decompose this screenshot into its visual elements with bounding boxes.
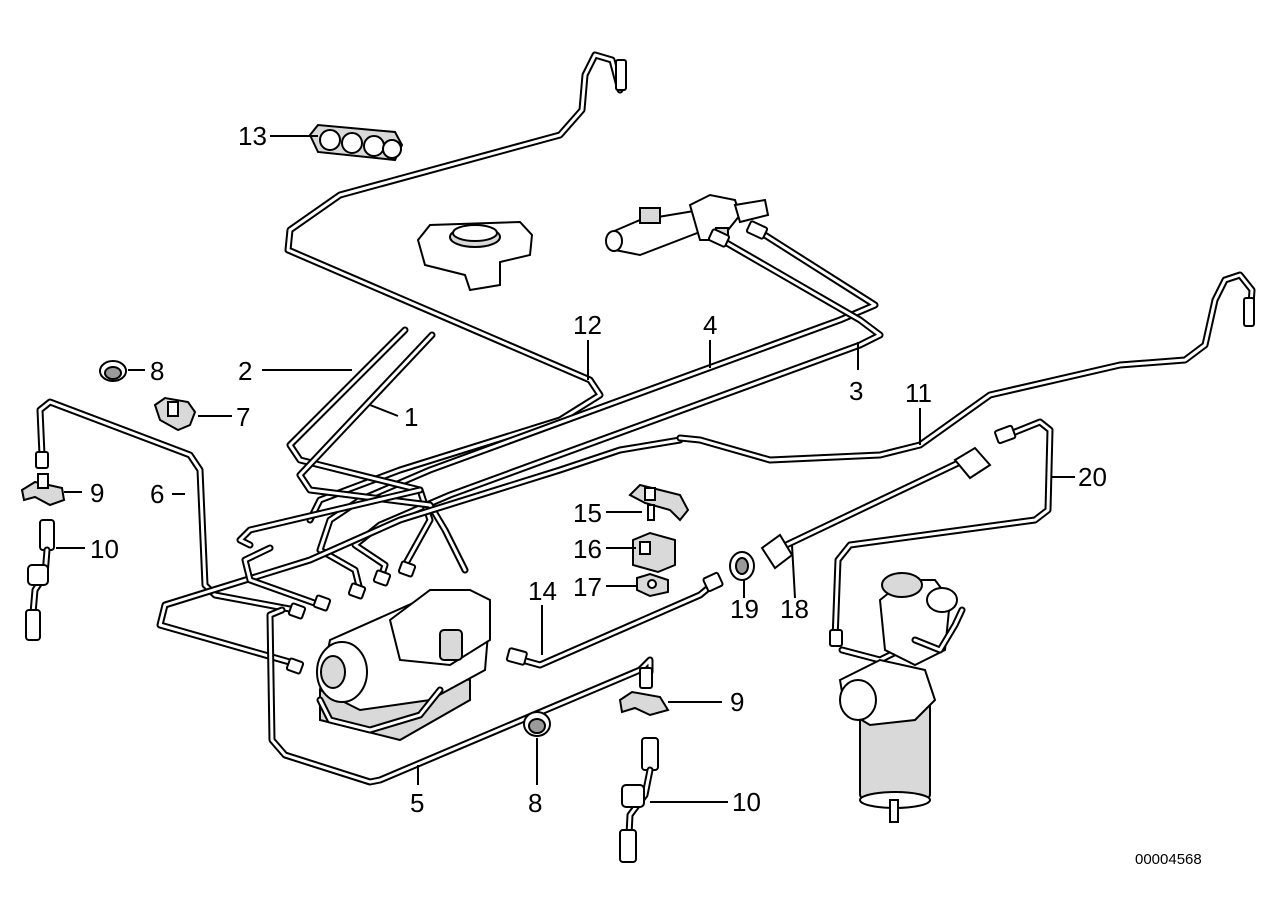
clip-17[interactable] — [636, 572, 669, 598]
callout-6: 6 — [150, 479, 164, 509]
pipe-3[interactable] — [351, 238, 884, 584]
fitting-20 — [829, 424, 1017, 647]
hose-18[interactable] — [760, 446, 992, 570]
callout-10-left: 10 — [90, 534, 119, 564]
grommet-8-top[interactable] — [99, 360, 127, 382]
callout-18: 18 — [780, 594, 809, 624]
callout-17: 17 — [573, 572, 602, 602]
holder-9-left[interactable] — [20, 473, 66, 507]
callout-13: 13 — [238, 121, 267, 151]
pump-unit[interactable] — [838, 572, 966, 823]
brake-fluid-reservoir[interactable] — [416, 220, 534, 292]
callout-5: 5 — [410, 788, 424, 818]
grommet-8-bottom[interactable] — [523, 711, 551, 737]
callout-10-right: 10 — [732, 787, 761, 817]
callout-1: 1 — [404, 402, 418, 432]
pipe-2[interactable] — [286, 326, 434, 569]
callout-8-top: 8 — [150, 356, 164, 386]
bracket-7[interactable] — [153, 396, 197, 432]
callout-12: 12 — [573, 310, 602, 340]
holder-9-right[interactable] — [618, 667, 670, 717]
callout-15: 15 — [573, 498, 602, 528]
fittings — [35, 59, 1255, 675]
callout-labels: 13 2 1 12 4 3 11 8 7 6 9 10 15 16 17 14 … — [90, 121, 1107, 818]
callout-3: 3 — [849, 376, 863, 406]
callout-19: 19 — [730, 594, 759, 624]
callout-9-right: 9 — [730, 687, 744, 717]
brake-hose-10-left[interactable] — [25, 519, 55, 641]
callout-14: 14 — [528, 576, 557, 606]
clip-16[interactable] — [632, 531, 676, 574]
callout-11: 11 — [905, 378, 932, 408]
leader-lines — [56, 135, 1075, 803]
brake-hose-10-right[interactable] — [619, 737, 659, 863]
fitting-14 — [505, 571, 724, 666]
bracket-15[interactable] — [628, 483, 690, 522]
pipe-clip-13[interactable] — [308, 123, 404, 162]
callout-7: 7 — [236, 402, 250, 432]
callout-8-bottom: 8 — [528, 788, 542, 818]
callout-16: 16 — [573, 534, 602, 564]
callout-2: 2 — [238, 356, 252, 386]
callout-9-left: 9 — [90, 478, 104, 508]
grommet-19[interactable] — [729, 551, 755, 581]
document-number: 00004568 — [1135, 851, 1202, 868]
callout-20: 20 — [1078, 462, 1107, 492]
hydraulic-unit[interactable] — [316, 588, 492, 742]
master-cylinder[interactable] — [605, 193, 770, 257]
pipe-11[interactable] — [676, 271, 1256, 464]
callout-4: 4 — [703, 310, 717, 340]
brake-pipes — [36, 51, 1256, 786]
